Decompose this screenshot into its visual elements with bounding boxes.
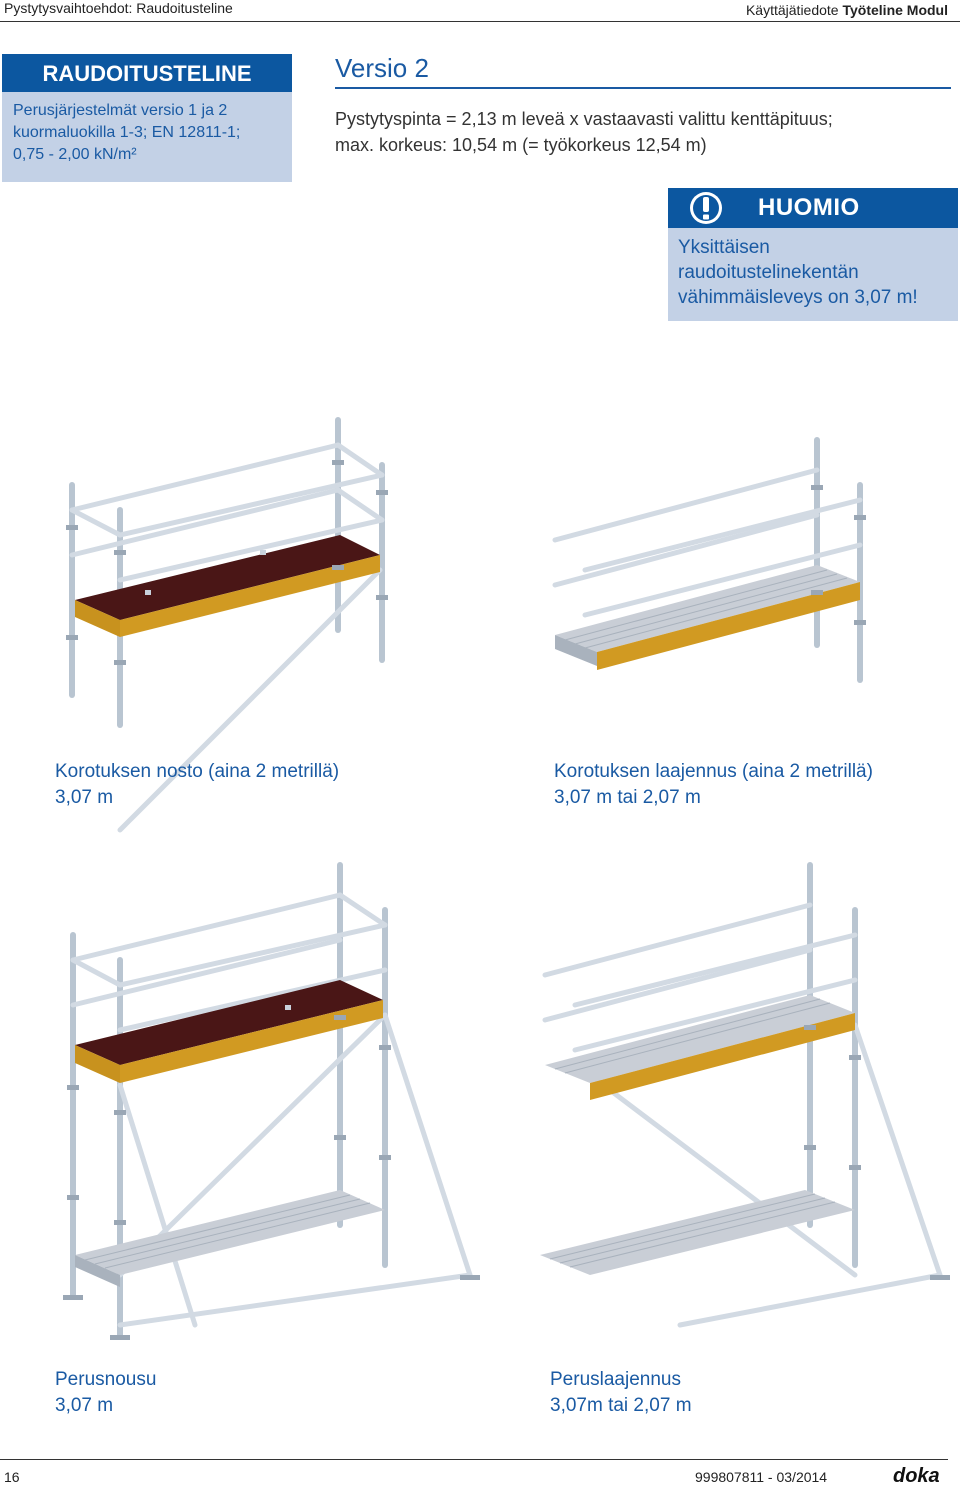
system-info-line: Perusjärjestelmät versio 1 ja 2 bbox=[13, 102, 228, 119]
caption-line: Perusnousu bbox=[55, 1369, 157, 1390]
notice-text: Yksittäisen raudoitustelinekentän vähimm… bbox=[678, 235, 958, 310]
system-info-body: Perusjärjestelmät versio 1 ja 2 kuormalu… bbox=[13, 100, 285, 166]
system-info-title: RAUDOITUSTELINE bbox=[2, 54, 292, 92]
document-code: 999807811 - 03/2014 bbox=[695, 1469, 828, 1485]
page-header: Pystytysvaihtoehdot: Raudoitusteline Käy… bbox=[0, 0, 960, 22]
doka-logo: doka bbox=[893, 1465, 940, 1487]
scaffold-extension-illustration bbox=[552, 437, 866, 683]
figure-caption-base-extension: Peruslaajennus 3,07m tai 2,07 m bbox=[550, 1367, 692, 1419]
version-title: Versio 2 bbox=[335, 53, 429, 83]
header-section-title: Pystytysvaihtoehdot: Raudoitusteline bbox=[4, 0, 233, 16]
notice-header: HUOMIO bbox=[668, 188, 958, 228]
version-divider bbox=[335, 87, 951, 89]
scaffold-base-extension-illustration bbox=[540, 862, 950, 1328]
header-divider bbox=[0, 21, 960, 22]
system-info-line: kuormaluokilla 1-3; EN 12811-1; bbox=[13, 124, 241, 141]
version-desc-line: Pystytyspinta = 2,13 m leveä x vastaavas… bbox=[335, 109, 833, 129]
figure-caption-extension: Korotuksen laajennus (aina 2 metrillä) 3… bbox=[554, 759, 873, 811]
figure-caption-raise: Korotuksen nosto (aina 2 metrillä) 3,07 … bbox=[55, 759, 339, 811]
notice-box: HUOMIO Yksittäisen raudoitustelinekentän… bbox=[668, 188, 958, 321]
system-info-line: 0,75 - 2,00 kN/m² bbox=[13, 146, 137, 163]
header-doc-prefix: Käyttäjätiedote bbox=[745, 2, 839, 18]
header-doc-name: Työteline Modul bbox=[842, 2, 948, 18]
exclamation-icon bbox=[690, 192, 722, 224]
notice-title: HUOMIO bbox=[758, 194, 860, 221]
notice-line: vähimmäisleveys on 3,07 m! bbox=[678, 287, 918, 308]
scaffold-raise-illustration bbox=[66, 417, 388, 833]
svg-text:doka: doka bbox=[893, 1465, 940, 1487]
caption-line: 3,07 m bbox=[55, 787, 114, 808]
version-desc-line: max. korkeus: 10,54 m (= työkorkeus 12,5… bbox=[335, 135, 707, 155]
version-description: Pystytyspinta = 2,13 m leveä x vastaavas… bbox=[335, 106, 935, 158]
caption-line: Korotuksen laajennus (aina 2 metrillä) bbox=[554, 761, 873, 782]
caption-line: 3,07 m bbox=[55, 1395, 114, 1416]
system-info-box: RAUDOITUSTELINE Perusjärjestelmät versio… bbox=[2, 54, 292, 182]
caption-line: Korotuksen nosto (aina 2 metrillä) bbox=[55, 761, 340, 782]
scaffold-base-illustration bbox=[63, 862, 480, 1340]
page-number: 16 bbox=[4, 1469, 20, 1485]
header-doc-title: Käyttäjätiedote Työteline Modul bbox=[746, 2, 948, 18]
caption-line: 3,07 m tai 2,07 m bbox=[554, 787, 701, 808]
notice-line: raudoitustelinekentän bbox=[678, 262, 859, 283]
notice-line: Yksittäisen bbox=[678, 237, 770, 258]
caption-line: Peruslaajennus bbox=[550, 1369, 681, 1390]
figure-caption-base: Perusnousu 3,07 m bbox=[55, 1367, 156, 1419]
caption-line: 3,07m tai 2,07 m bbox=[550, 1395, 692, 1416]
footer-divider bbox=[0, 1459, 948, 1460]
